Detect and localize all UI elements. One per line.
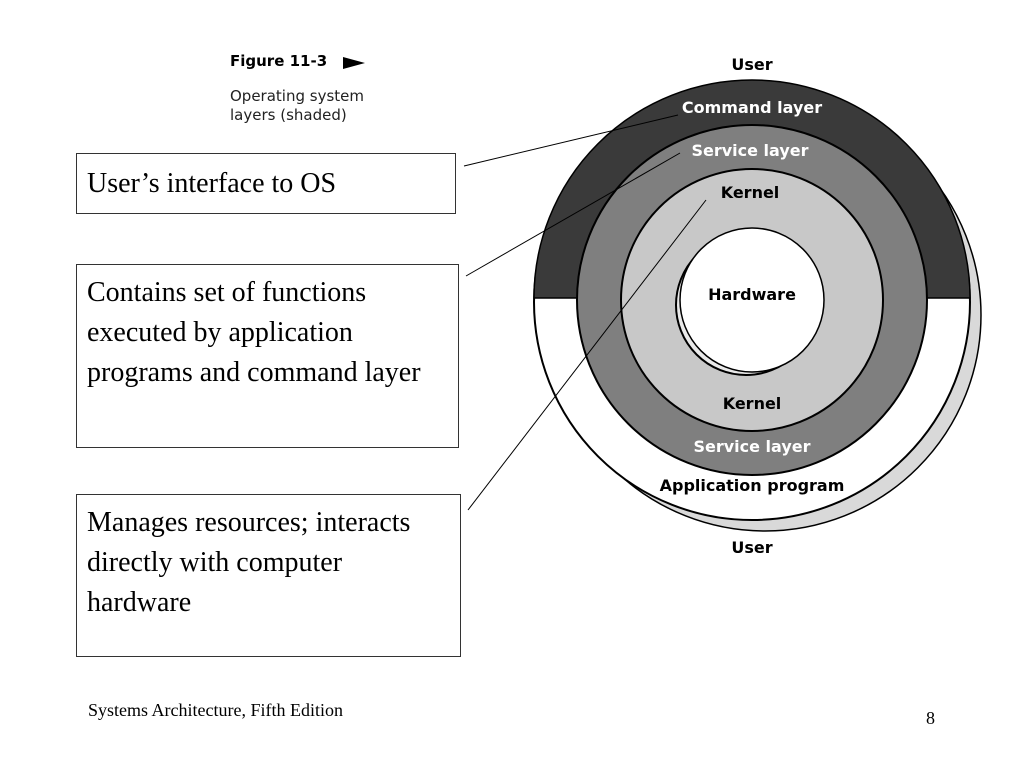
label-user-top: User xyxy=(731,55,772,74)
leader-line-kernel xyxy=(467,199,707,511)
label-hardware: Hardware xyxy=(708,285,796,304)
label-service-layer-top: Service layer xyxy=(691,141,808,160)
leader-line-service-layer xyxy=(465,152,681,277)
label-command-layer: Command layer xyxy=(682,98,822,117)
label-application-program: Application program xyxy=(660,476,845,495)
label-user-bottom: User xyxy=(731,538,772,557)
page-number: 8 xyxy=(926,708,935,728)
label-kernel-bottom: Kernel xyxy=(723,394,782,413)
leader-line-command-layer xyxy=(463,114,679,167)
hardware-core xyxy=(679,227,825,373)
label-kernel-top: Kernel xyxy=(721,183,780,202)
figure-title: Figure 11-3 xyxy=(230,52,328,70)
footer-text: Systems Architecture, Fifth Edition xyxy=(88,700,343,720)
callout-kernel: Manages resources; interacts directly wi… xyxy=(76,494,461,657)
figure-arrow-icon xyxy=(343,57,365,69)
callout-service-layer: Contains set of functions executed by ap… xyxy=(76,264,459,448)
figure-description: Operating system layers (shaded) xyxy=(230,87,364,124)
callout-command-layer: User’s interface to OS xyxy=(76,153,456,214)
label-service-layer-bottom: Service layer xyxy=(693,437,810,456)
